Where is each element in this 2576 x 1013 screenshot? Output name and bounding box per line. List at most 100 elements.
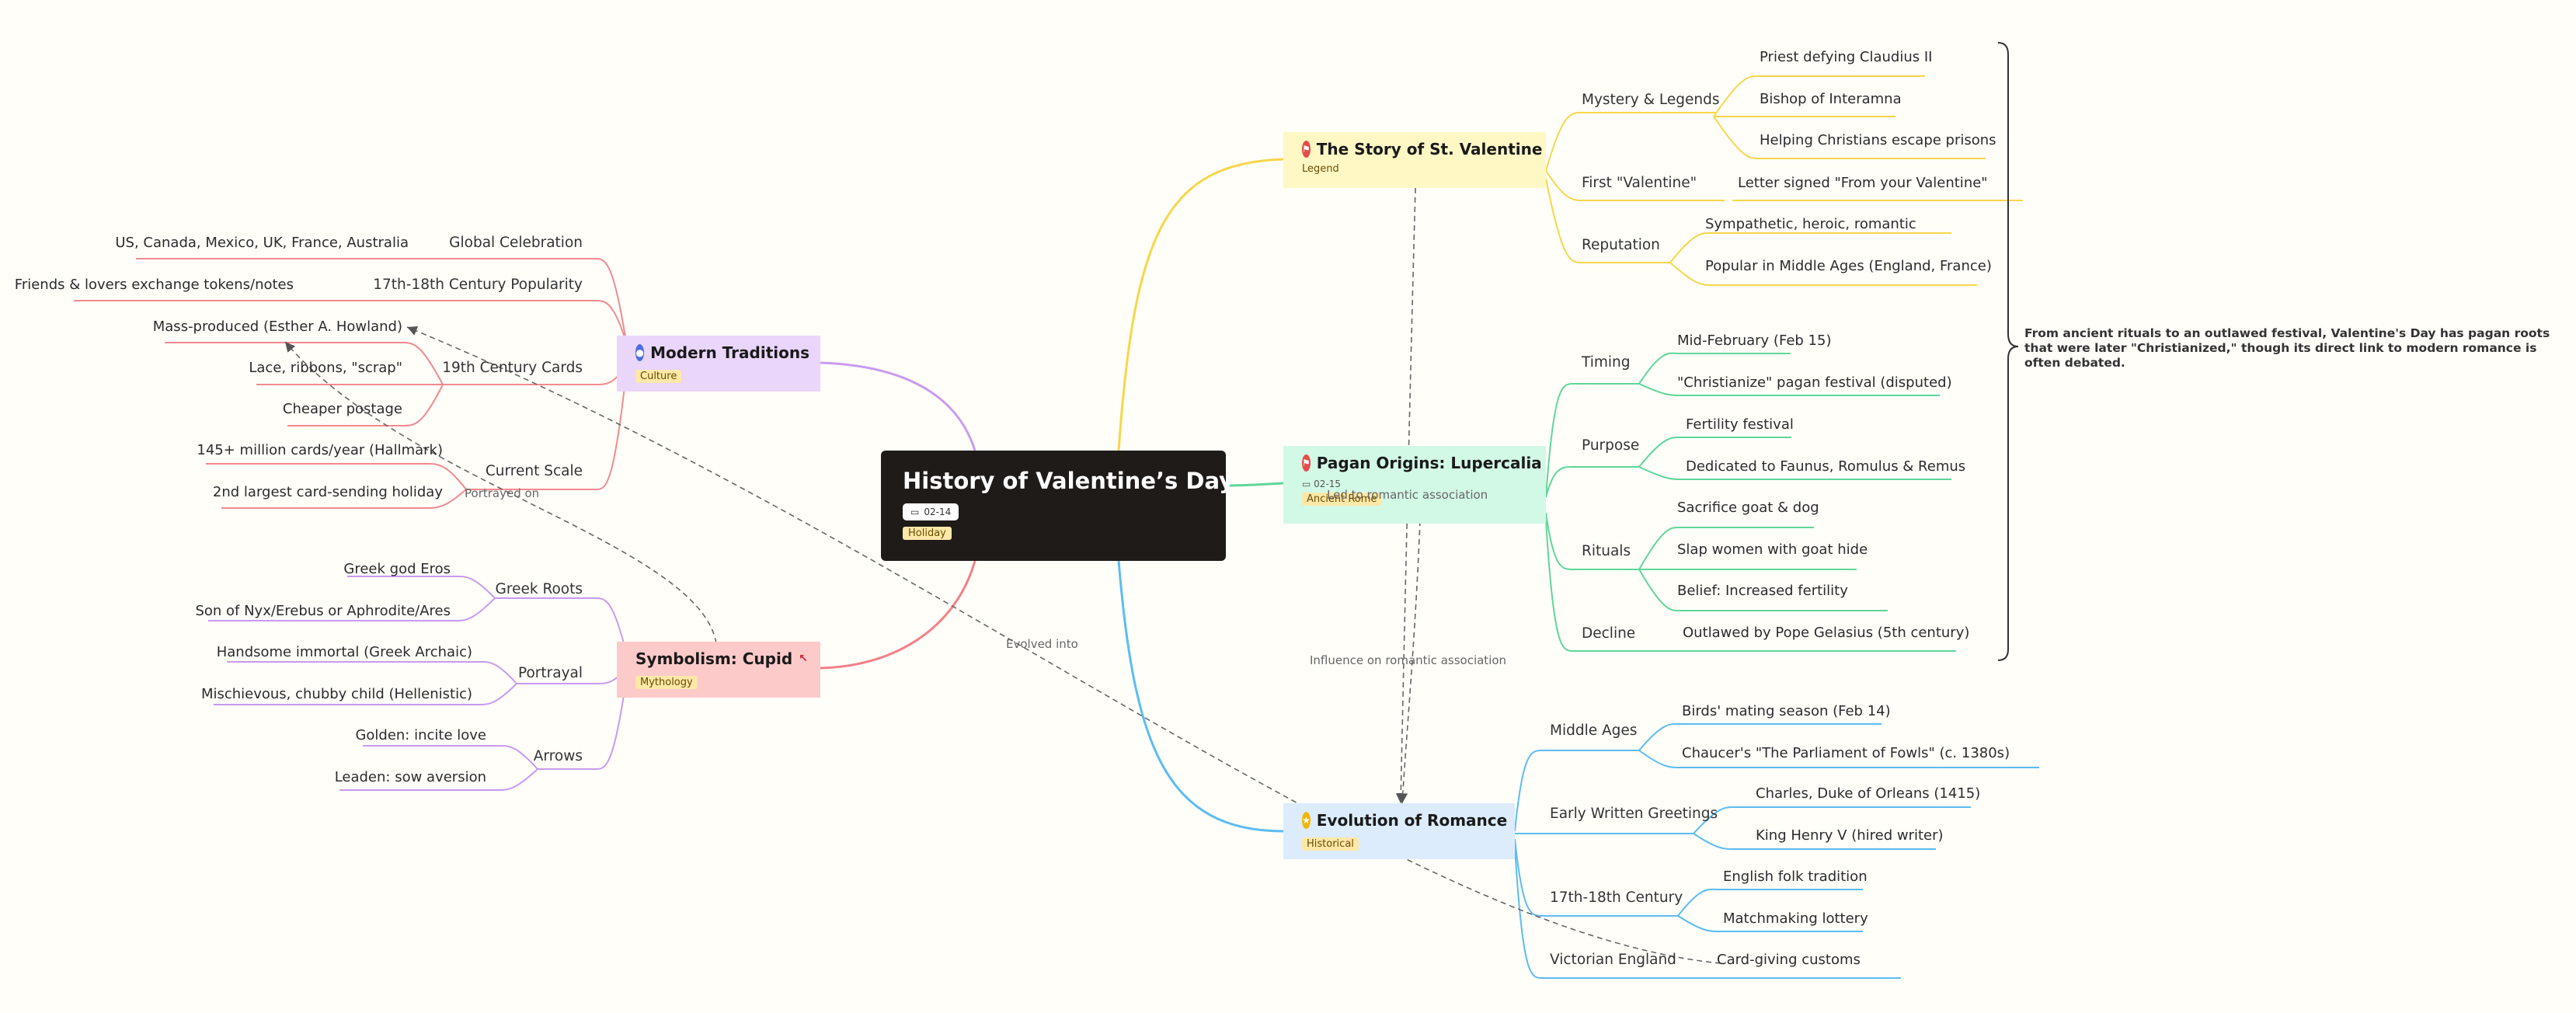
leaf-golden[interactable]: Golden: incite love	[355, 727, 486, 743]
topic-pagan-title: Pagan Origins: Lupercalia	[1316, 454, 1542, 472]
topic-story-tag: Legend	[1302, 163, 1339, 175]
leaf-handsome[interactable]: Handsome immortal (Greek Archaic)	[216, 644, 472, 660]
relation-label-led-to[interactable]: Led to romantic association	[1327, 488, 1488, 502]
topic-cupid-heading: Symbolism: Cupid ↖	[635, 649, 809, 668]
topic-evolution[interactable]: ★ Evolution of Romance Historical	[1283, 803, 1515, 859]
topic-story[interactable]: ⚑ The Story of St. Valentine Legend	[1283, 132, 1546, 188]
branch-purpose[interactable]: Purpose	[1582, 437, 1640, 454]
topic-evolution-tag: Historical	[1302, 837, 1359, 851]
relation-label-portrayed[interactable]: Portrayed on	[465, 486, 540, 500]
topic-pagan-heading: ⚑ Pagan Origins: Lupercalia	[1302, 454, 1542, 472]
relation-label-influence[interactable]: Influence on romantic association	[1310, 653, 1507, 667]
leaf-countries[interactable]: US, Canada, Mexico, UK, France, Australi…	[115, 235, 409, 251]
topic-modern-tag: Culture	[635, 370, 682, 383]
leaf-2nd-largest[interactable]: 2nd largest card-sending holiday	[212, 484, 443, 500]
branch-17-18-century[interactable]: 17th-18th Century	[1550, 889, 1683, 906]
central-date-text: 02-14	[924, 506, 952, 517]
leaf-letter[interactable]: Letter signed "From your Valentine"	[1738, 175, 1988, 191]
leaf-belief[interactable]: Belief: Increased fertility	[1677, 583, 1848, 599]
branch-global[interactable]: Global Celebration	[449, 235, 583, 251]
leaf-card-giving[interactable]: Card-giving customs	[1717, 952, 1861, 968]
cupid-connectors	[208, 576, 627, 791]
edge-central-pagan	[1225, 482, 1284, 487]
star-icon: ★	[1302, 812, 1311, 829]
leaf-lace[interactable]: Lace, ribbons, "scrap"	[249, 360, 402, 376]
branch-19th-cards[interactable]: 19th Century Cards	[442, 360, 583, 376]
branch-victorian[interactable]: Victorian England	[1550, 952, 1676, 968]
summary-brace	[1997, 42, 2019, 661]
topic-modern[interactable]: ● Modern Traditions Culture	[617, 336, 820, 392]
user-icon: ●	[635, 344, 645, 361]
relation-influence	[1398, 520, 1421, 804]
branch-greek-roots[interactable]: Greek Roots	[495, 581, 583, 597]
leaf-chaucer[interactable]: Chaucer's "The Parliament of Fowls" (c. …	[1682, 745, 2010, 761]
topic-modern-heading: ● Modern Traditions	[635, 343, 809, 362]
leaf-nyx[interactable]: Son of Nyx/Erebus or Aphrodite/Ares	[195, 603, 451, 619]
leaf-leaden[interactable]: Leaden: sow aversion	[334, 769, 486, 785]
topic-modern-title: Modern Traditions	[650, 343, 809, 362]
relation-led-to	[1395, 187, 1416, 804]
central-title: History of Valentine’s Day	[903, 468, 1234, 494]
topic-evolution-title: Evolution of Romance	[1316, 811, 1508, 830]
branch-decline[interactable]: Decline	[1582, 625, 1636, 642]
topic-cupid[interactable]: Symbolism: Cupid ↖ Mythology	[617, 642, 820, 698]
topic-cupid-tag: Mythology	[635, 676, 698, 689]
evolution-connectors	[1514, 722, 2039, 979]
flag-icon: ⚑	[1302, 141, 1311, 158]
leaf-friends[interactable]: Friends & lovers exchange tokens/notes	[14, 277, 294, 293]
branch-rituals[interactable]: Rituals	[1582, 543, 1631, 559]
branch-portrayal[interactable]: Portrayal	[517, 665, 583, 681]
relation-label-evolved[interactable]: Evolved into	[1006, 637, 1078, 651]
branch-first-valentine[interactable]: First "Valentine"	[1582, 175, 1697, 191]
calendar-icon: ▭	[1302, 479, 1311, 489]
modern-connectors	[74, 258, 627, 509]
leaf-postage[interactable]: Cheaper postage	[282, 401, 402, 417]
calendar-icon: ▭	[910, 506, 920, 517]
leaf-priest[interactable]: Priest defying Claudius II	[1760, 49, 1933, 65]
leaf-fertility[interactable]: Fertility festival	[1686, 416, 1794, 433]
leaf-outlawed[interactable]: Outlawed by Pope Gelasius (5th century)	[1683, 625, 1970, 641]
topic-story-heading: ⚑ The Story of St. Valentine	[1302, 140, 1542, 158]
leaf-mischievous[interactable]: Mischievous, chubby child (Hellenistic)	[200, 686, 472, 702]
topic-evolution-heading: ★ Evolution of Romance	[1302, 811, 1508, 830]
branch-reputation[interactable]: Reputation	[1582, 237, 1660, 253]
leaf-birds[interactable]: Birds' mating season (Feb 14)	[1682, 703, 1891, 719]
branch-early-greetings[interactable]: Early Written Greetings	[1550, 806, 1718, 822]
central-topic[interactable]: History of Valentine’s Day ▭ 02-14 Holid…	[881, 451, 1234, 561]
edge-central-story	[1117, 158, 1284, 451]
leaf-145-million[interactable]: 145+ million cards/year (Hallmark)	[197, 442, 443, 458]
edge-central-cupid	[820, 560, 976, 670]
branch-timing[interactable]: Timing	[1582, 354, 1631, 371]
leaf-popular[interactable]: Popular in Middle Ages (England, France)	[1705, 258, 1992, 274]
branch-arrows[interactable]: Arrows	[533, 748, 583, 764]
leaf-sympathetic[interactable]: Sympathetic, heroic, romantic	[1705, 216, 1916, 232]
leaf-faunus[interactable]: Dedicated to Faunus, Romulus & Remus	[1686, 458, 1966, 475]
leaf-mass-produced[interactable]: Mass-produced (Esther A. Howland)	[152, 319, 402, 335]
topic-pagan[interactable]: ⚑ Pagan Origins: Lupercalia ▭ 02-15 Anci…	[1283, 446, 1546, 524]
branch-popularity[interactable]: 17th-18th Century Popularity	[373, 277, 583, 293]
leaf-folk[interactable]: English folk tradition	[1723, 869, 1868, 885]
central-date-chip: ▭ 02-14	[903, 503, 959, 520]
branch-middle-ages[interactable]: Middle Ages	[1550, 722, 1638, 739]
pagan-connectors	[1545, 352, 1956, 652]
topic-pagan-date-text: 02-15	[1314, 479, 1342, 489]
leaf-eros[interactable]: Greek god Eros	[343, 561, 451, 577]
leaf-charles[interactable]: Charles, Duke of Orleans (1415)	[1756, 785, 1981, 802]
relation-evolved	[406, 325, 1721, 964]
relation-portrayed	[284, 341, 717, 644]
central-tag: Holiday	[903, 527, 952, 540]
branch-mystery[interactable]: Mystery & Legends	[1582, 92, 1720, 108]
leaf-bishop[interactable]: Bishop of Interamna	[1760, 91, 1902, 107]
leaf-mid-feb[interactable]: Mid-February (Feb 15)	[1677, 332, 1832, 349]
leaf-henry[interactable]: King Henry V (hired writer)	[1756, 827, 1944, 844]
leaf-slap[interactable]: Slap women with goat hide	[1677, 541, 1868, 558]
branch-current-scale[interactable]: Current Scale	[485, 463, 583, 479]
topic-cupid-title: Symbolism: Cupid	[635, 649, 793, 668]
leaf-sacrifice[interactable]: Sacrifice goat & dog	[1677, 500, 1819, 516]
story-connectors	[1545, 75, 2023, 286]
leaf-helping[interactable]: Helping Christians escape prisons	[1760, 132, 1996, 148]
leaf-christianize[interactable]: "Christianize" pagan festival (disputed)	[1677, 374, 1952, 391]
leaf-lottery[interactable]: Matchmaking lottery	[1723, 910, 1868, 927]
summary-note[interactable]: From ancient rituals to an outlawed fest…	[2024, 326, 2550, 370]
